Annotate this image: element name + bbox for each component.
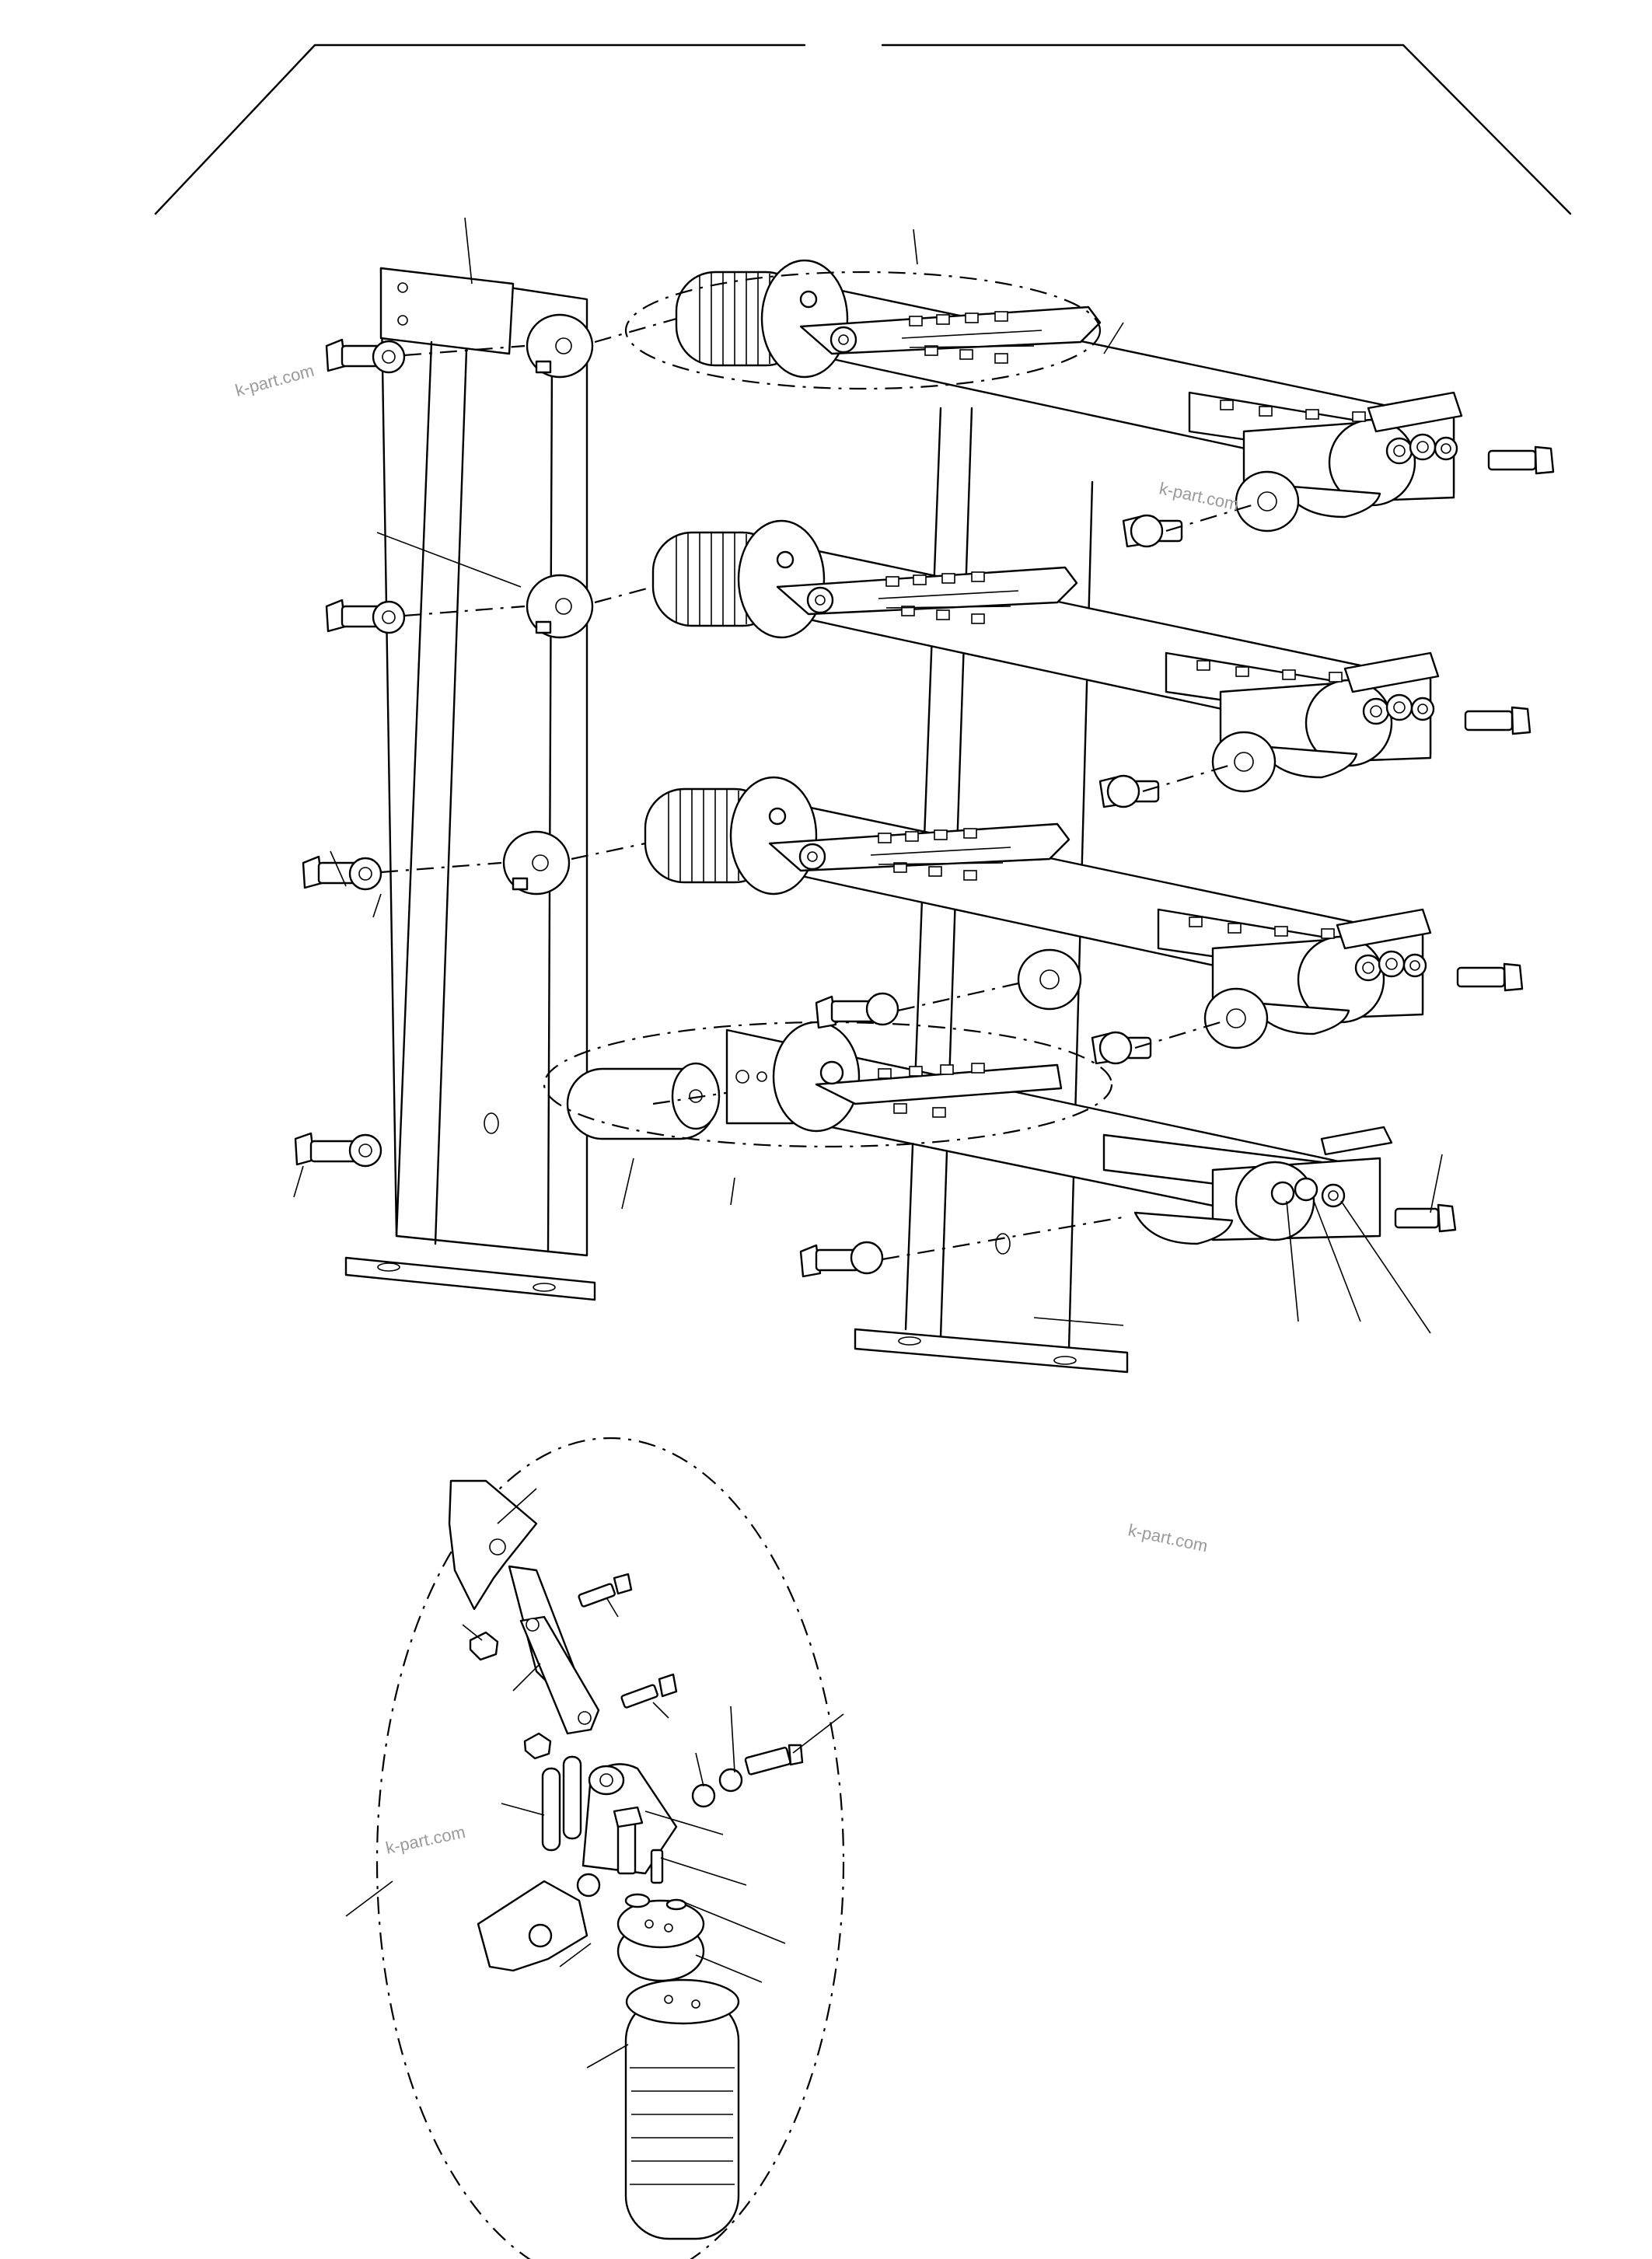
watermark-4: k-part.com [384,1822,467,1858]
watermark-3: k-part.com [1126,1520,1210,1555]
leader-lines-upper [293,217,1443,1334]
insulator-row-1 [325,259,1555,548]
leader-lines-detail [345,1488,844,2069]
page-frame-top [154,44,1572,215]
watermark-2: k-part.com [1158,478,1241,514]
detail-view [375,1437,845,2259]
insulator-row-3 [302,776,1524,1065]
insulator-row-4 [294,948,1457,1278]
watermark-1: k-part.com [233,361,316,400]
insulator-row-2 [325,519,1532,808]
left-support-frame [344,267,596,1301]
